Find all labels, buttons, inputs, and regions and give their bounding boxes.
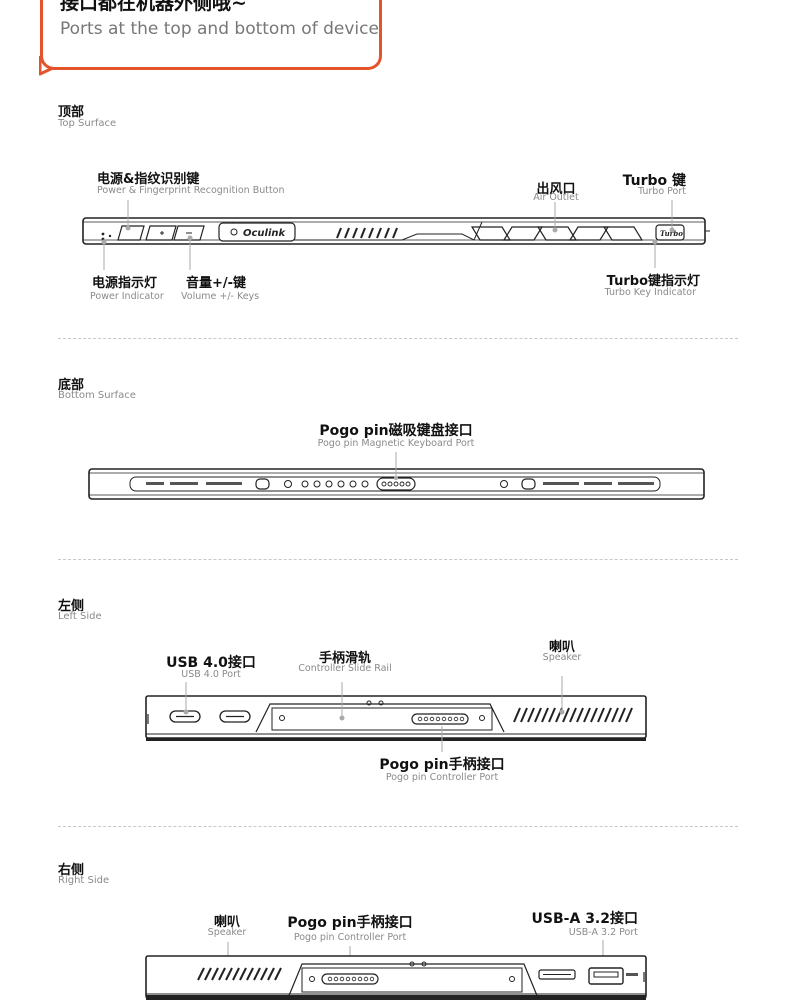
label-ctrl-pogo-right-en: Pogo pin Controller Port <box>293 932 407 943</box>
left-device <box>145 695 647 741</box>
divider <box>58 338 738 339</box>
left-section-subtitle: Left Side <box>58 611 102 622</box>
right-section-subtitle: Right Side <box>58 875 110 886</box>
label-usba-en: USB-A 3.2 Port <box>568 927 638 938</box>
label-rail-en: Controller Slide Rail <box>298 663 392 674</box>
label-air-en: Air Outlet <box>533 192 579 203</box>
label-turbo-ind-cn: Turbo键指示灯 <box>606 274 700 289</box>
divider <box>58 826 738 827</box>
label-speaker-left-cn: 喇叭 <box>548 640 575 655</box>
label-usba-cn: USB-A 3.2接口 <box>531 911 638 927</box>
label-ctrl-pogo-left-cn: Pogo pin手柄接口 <box>379 757 505 773</box>
label-usb4-cn: USB 4.0接口 <box>166 655 256 671</box>
bottom-device <box>88 468 705 500</box>
top-section-subtitle: Top Surface <box>58 118 117 129</box>
page-subtitle: Ports at the top and bottom of device <box>60 19 379 39</box>
label-vol-en: Volume +/- Keys <box>181 291 260 302</box>
label-turbo-ind-en: Turbo Key Indicator <box>604 287 696 298</box>
label-speaker-left-en: Speaker <box>542 652 582 663</box>
bottom-section-title: 底部 <box>58 378 85 393</box>
label-vol-cn: 音量+/-键 <box>186 276 247 291</box>
left-section-title: 左侧 <box>58 599 85 614</box>
top-leaders <box>101 200 675 270</box>
label-power-fp-en: Power & Fingerprint Recognition Button <box>97 185 285 196</box>
label-speaker-right-cn: 喇叭 <box>213 915 240 930</box>
turbo-badge-text: Turbo <box>660 229 683 238</box>
top-section-title: 顶部 <box>58 105 85 120</box>
bottom-leaders <box>394 452 398 480</box>
oculink-text: Oculink <box>243 228 287 239</box>
label-power-ind-en: Power Indicator <box>90 291 164 302</box>
left-leaders <box>183 676 565 752</box>
divider <box>58 559 738 560</box>
right-device <box>145 955 647 1000</box>
header-callout <box>40 0 382 70</box>
label-speaker-right-en: Speaker <box>207 927 247 938</box>
top-device: Oculink Turbo <box>82 217 710 245</box>
label-ctrl-pogo-left-en: Pogo pin Controller Port <box>385 772 499 783</box>
label-power-ind-cn: 电源指示灯 <box>92 276 158 291</box>
label-air-cn: 出风口 <box>536 182 576 197</box>
right-section-title: 右侧 <box>58 863 85 878</box>
label-usb4-en: USB 4.0 Port <box>181 669 241 680</box>
label-turbo-cn: Turbo 键 <box>622 173 686 189</box>
label-turbo-en: Turbo Port <box>638 186 686 197</box>
label-rail-cn: 手柄滑轨 <box>318 651 371 666</box>
label-ctrl-pogo-right-cn: Pogo pin手柄接口 <box>287 915 413 931</box>
label-kb-pogo-cn: Pogo pin磁吸键盘接口 <box>319 423 473 439</box>
label-power-fp-cn: 电源&指纹识别键 <box>97 172 200 187</box>
label-kb-pogo-en: Pogo pin Magnetic Keyboard Port <box>317 438 475 449</box>
bottom-section-subtitle: Bottom Surface <box>58 390 136 401</box>
callout-tail <box>39 56 54 76</box>
page-title: 接口都在机器外侧哦~ <box>60 0 247 14</box>
